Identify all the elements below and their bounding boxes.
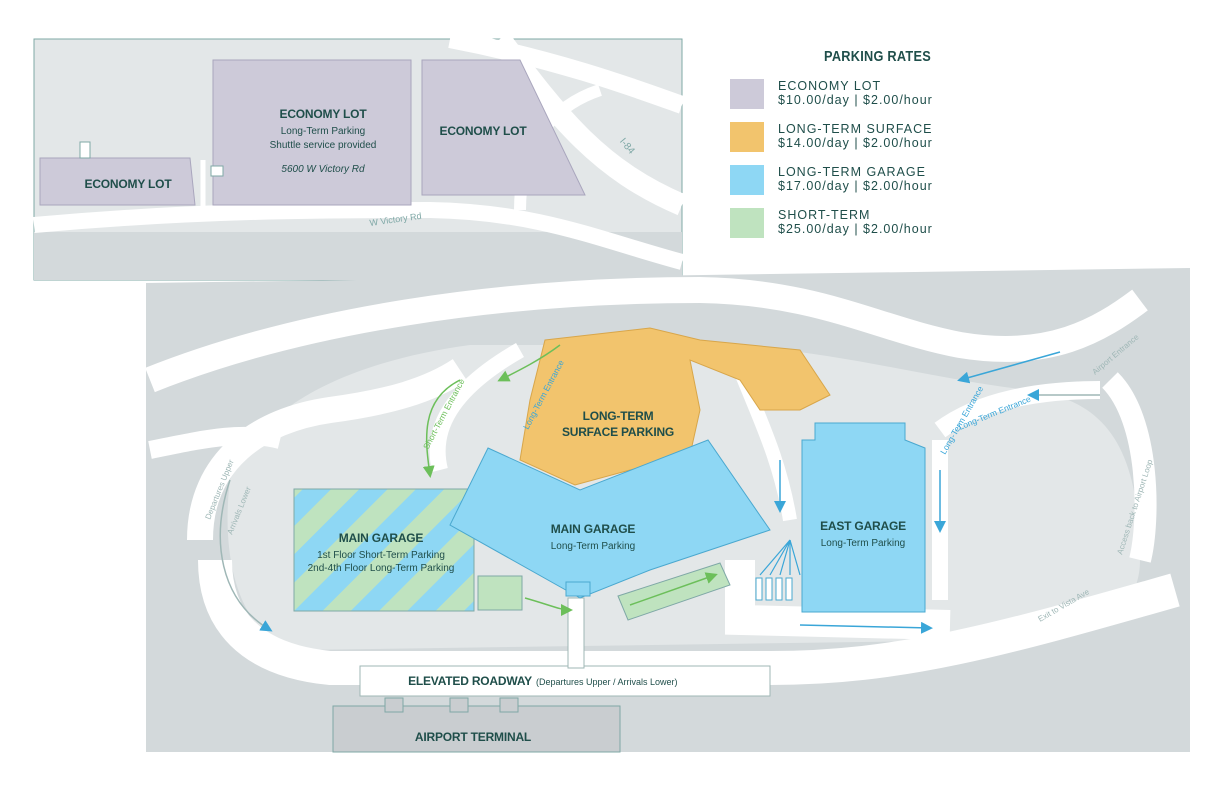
main-garage-west-label: MAIN GARAGE	[339, 531, 424, 545]
legend-name: ECONOMY LOT	[778, 79, 882, 93]
economy-lot-center-sub1: Long-Term Parking	[281, 126, 365, 137]
inset-map: I-84 W Victory Rd ECONOMY LOT ECONOMY LO…	[33, 30, 687, 281]
elevated-roadway-sub: (Departures Upper / Arrivals Lower)	[536, 677, 678, 687]
legend-item-long-term-garage: LONG-TERM GARAGE $17.00/day | $2.00/hour	[730, 165, 1010, 208]
economy-lot-address: 5600 W Victory Rd	[281, 164, 365, 175]
short-term-swatch	[730, 208, 764, 238]
long-term-surface-swatch	[730, 122, 764, 152]
legend-rate: $14.00/day | $2.00/hour	[778, 136, 933, 150]
airport-terminal-label: AIRPORT TERMINAL	[415, 730, 531, 744]
main-garage-sub: Long-Term Parking	[551, 541, 635, 552]
main-garage-west-sub1: 1st Floor Short-Term Parking	[317, 550, 445, 561]
main-map: LONG-TERM SURFACE PARKING MAIN GARAGE 1s…	[145, 268, 1190, 753]
legend-item-economy: ECONOMY LOT $10.00/day | $2.00/hour	[730, 79, 1010, 122]
east-garage-label: EAST GARAGE	[820, 519, 906, 533]
legend-item-long-term-surface: LONG-TERM SURFACE $14.00/day | $2.00/hou…	[730, 122, 1010, 165]
long-term-surface-label-2: SURFACE PARKING	[562, 425, 674, 439]
parking-rates-legend: PARKING RATES ECONOMY LOT $10.00/day | $…	[730, 48, 1010, 251]
economy-lot-left-label: ECONOMY LOT	[85, 177, 173, 191]
legend-name: SHORT-TERM	[778, 208, 871, 222]
east-garage-sub: Long-Term Parking	[821, 538, 905, 549]
legend-name: LONG-TERM SURFACE	[778, 122, 933, 136]
main-garage-label: MAIN GARAGE	[551, 522, 636, 536]
economy-lot-center-sub2: Shuttle service provided	[270, 140, 377, 151]
long-term-garage-swatch	[730, 165, 764, 195]
elevated-roadway-label: ELEVATED ROADWAY	[408, 674, 532, 688]
legend-item-short-term: SHORT-TERM $25.00/day | $2.00/hour	[730, 208, 1010, 251]
legend-rate: $10.00/day | $2.00/hour	[778, 93, 933, 107]
long-term-surface-label: LONG-TERM	[583, 409, 654, 423]
economy-lot-center-shape	[212, 59, 412, 206]
legend-rate: $25.00/day | $2.00/hour	[778, 222, 933, 236]
economy-lot-center-label: ECONOMY LOT	[280, 107, 368, 121]
legend-rate: $17.00/day | $2.00/hour	[778, 179, 933, 193]
legend-title: PARKING RATES	[824, 48, 931, 65]
legend-name: LONG-TERM GARAGE	[778, 165, 926, 179]
main-garage-west-sub2: 2nd-4th Floor Long-Term Parking	[308, 563, 455, 574]
economy-lot-right-label: ECONOMY LOT	[440, 124, 528, 138]
economy-swatch	[730, 79, 764, 109]
